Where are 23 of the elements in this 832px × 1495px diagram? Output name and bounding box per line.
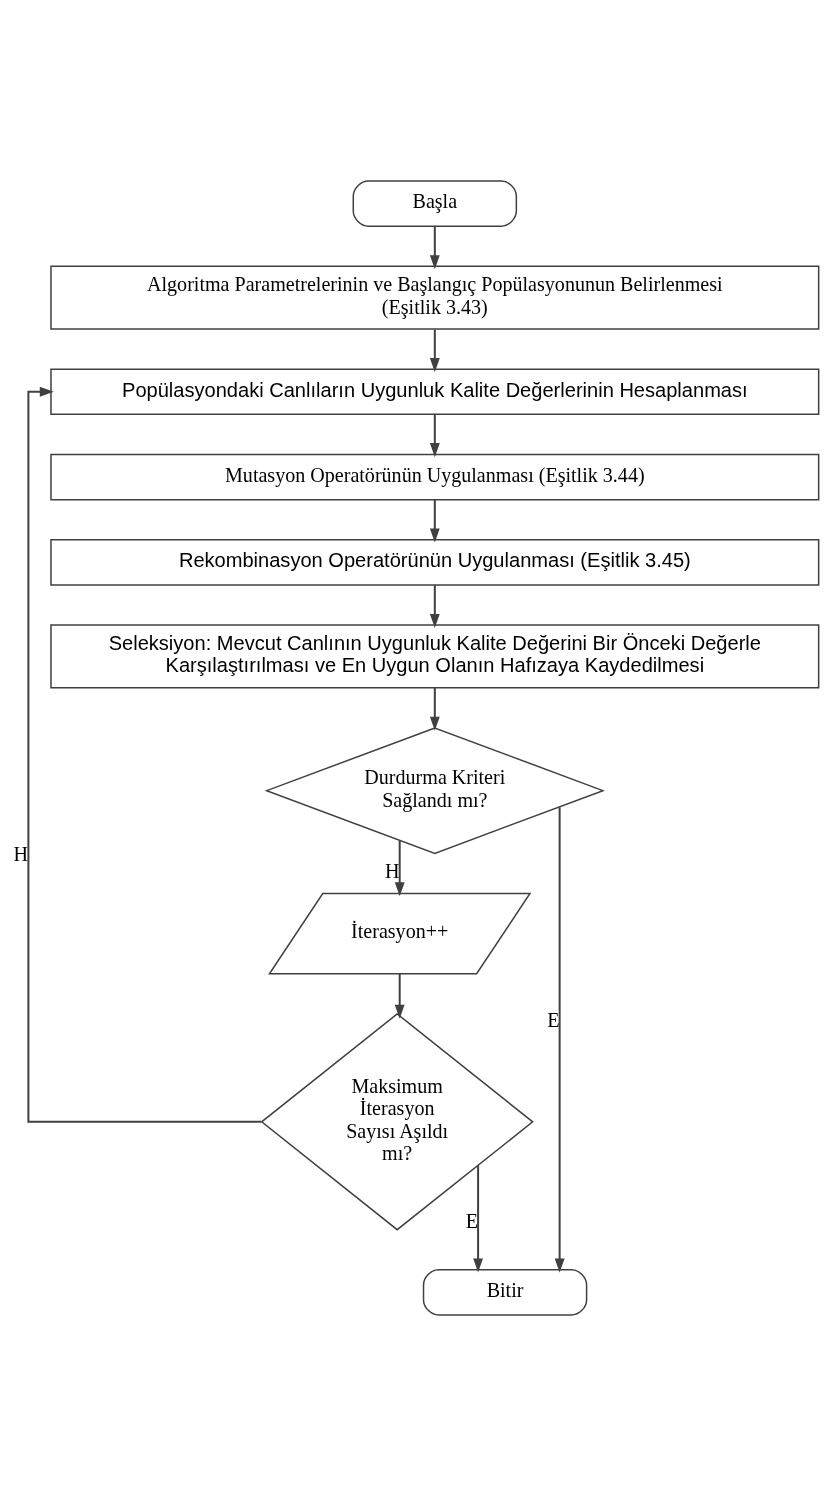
node-box: Mutasyon Operatörünün Uygulanması (Eşitlik 3.44) [50, 453, 820, 500]
arrow [429, 225, 440, 269]
node-diamond: Durdurma Kriteri Sağlandı mı? [264, 726, 606, 854]
node-box: Popülasyondaki Canlıların Uygunluk Kalite Değerlerinin Hesaplanması [50, 367, 820, 415]
node-box: Algoritma Parametrelerinin ve Başlangıç Popülasyonunun Belirlenmesi (Eşitlik 3.43) [50, 265, 820, 330]
node-box: Rekombinasyon Operatörünün Uygulanması (Eşitlik 3.45) [50, 538, 820, 586]
edge-label: E [547, 1008, 560, 1031]
arrow [429, 329, 440, 372]
arrow [473, 1164, 483, 1272]
node-box: Başla [352, 179, 518, 227]
arrow [554, 806, 565, 1273]
node-box: Bitir [422, 1268, 588, 1316]
arrow [394, 840, 405, 896]
arrow [429, 687, 440, 731]
edge-label: H [13, 842, 29, 865]
arrow [27, 386, 262, 1123]
arrow [429, 414, 440, 457]
arrow [394, 973, 405, 1019]
arrow [429, 499, 440, 542]
arrow [429, 584, 440, 628]
edge-label: E [465, 1209, 478, 1232]
edge-label: H [384, 859, 400, 882]
node-box: Seleksiyon: Mevcut Canlının Uygunluk Kalite Değerini Bir Önceki Değerle Karşılaştırılması ve En Uygun Olanın Hafızaya Kaydedilmesi [50, 623, 820, 689]
